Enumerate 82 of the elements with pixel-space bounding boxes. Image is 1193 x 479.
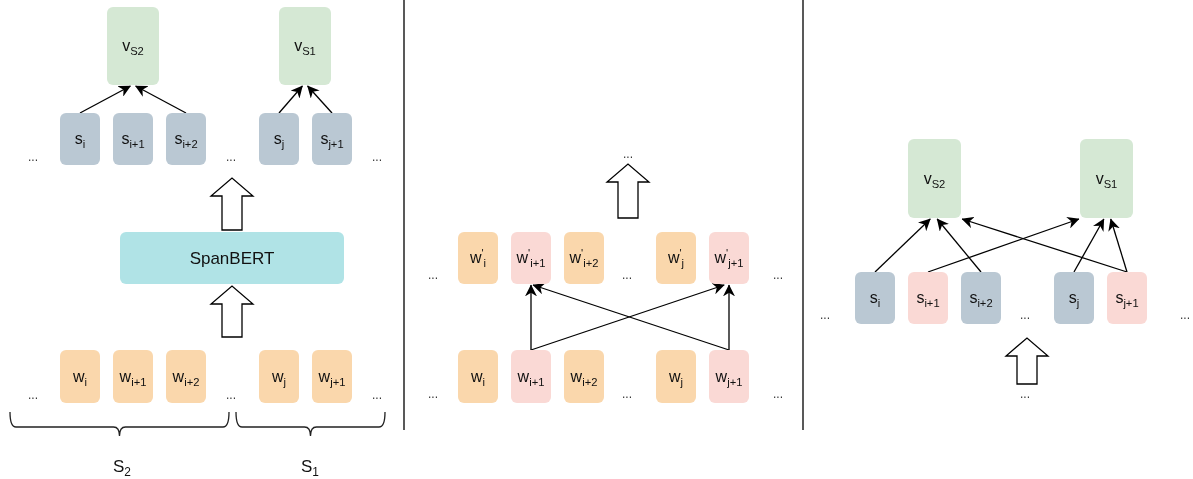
span-name: S$_{1}$ bbox=[301, 457, 319, 475]
token-label: v$_{S2}$ bbox=[923, 170, 946, 187]
token-box bbox=[113, 113, 153, 165]
token-label: v$_{S2}$ bbox=[122, 38, 144, 54]
token-box bbox=[259, 113, 299, 165]
token-label: s$_{i}$ bbox=[869, 290, 881, 306]
ellipsis-text: ... bbox=[1011, 386, 1039, 402]
token-box bbox=[511, 350, 551, 403]
token-box bbox=[564, 232, 604, 284]
arrow bbox=[525, 284, 537, 351]
token-box bbox=[511, 232, 551, 284]
span-vector-box bbox=[279, 7, 331, 85]
ellipsis-text: ... bbox=[773, 388, 783, 400]
token-box bbox=[458, 232, 498, 284]
arrow bbox=[306, 85, 333, 114]
token-box bbox=[60, 113, 100, 165]
arrow bbox=[961, 216, 1128, 273]
arrow bbox=[1073, 218, 1105, 273]
token-box bbox=[166, 350, 206, 403]
token-label: w$_{i+2}$ bbox=[570, 368, 598, 385]
ellipsis-text: ... bbox=[372, 389, 382, 401]
token-label: s$_{i+1}$ bbox=[916, 290, 940, 306]
token-label: s$_{i+1}$ bbox=[121, 131, 145, 147]
token-box bbox=[709, 350, 749, 403]
ellipsis-text: ... bbox=[28, 151, 38, 163]
block-arrow bbox=[209, 285, 255, 338]
span-vector-box bbox=[908, 139, 961, 218]
ellipsis-text: ... bbox=[428, 388, 438, 400]
token-label: s$_{i}$ bbox=[74, 131, 86, 147]
token-label: s$_{i+2}$ bbox=[174, 131, 198, 147]
ellipsis-text: ... bbox=[1180, 309, 1190, 321]
ellipsis-text: ... bbox=[28, 389, 38, 401]
token-label: w$_{i+1}$ bbox=[119, 368, 147, 385]
arrow bbox=[278, 85, 304, 114]
arrow bbox=[1108, 218, 1128, 273]
token-box bbox=[259, 350, 299, 403]
token-box bbox=[60, 350, 100, 403]
token-box bbox=[961, 272, 1001, 324]
token-box bbox=[166, 113, 206, 165]
ellipsis-text: ... bbox=[622, 269, 632, 281]
block-arrow bbox=[1004, 337, 1050, 385]
token-box bbox=[564, 350, 604, 403]
ellipsis-text: ... bbox=[1020, 309, 1030, 321]
arrow bbox=[723, 284, 735, 351]
ellipsis-text: ... bbox=[428, 269, 438, 281]
ellipsis-text: ... bbox=[372, 151, 382, 163]
ellipsis-text: ... bbox=[820, 309, 830, 321]
token-box bbox=[656, 232, 696, 284]
arrow bbox=[874, 218, 931, 273]
ellipsis-text: ... bbox=[614, 146, 642, 162]
token-box bbox=[312, 350, 352, 403]
token-box bbox=[1054, 272, 1094, 324]
encoder-label: SpanBERT bbox=[189, 249, 275, 267]
token-box bbox=[656, 350, 696, 403]
token-box bbox=[458, 350, 498, 403]
token-box bbox=[1107, 272, 1147, 324]
arrow bbox=[79, 85, 132, 114]
span-vector-box bbox=[1080, 139, 1133, 218]
token-label: w$_{i}$ bbox=[72, 368, 88, 385]
block-arrow bbox=[605, 163, 651, 219]
token-label: w$_{i+1}$ bbox=[517, 368, 545, 385]
token-label: v$_{S1}$ bbox=[1095, 170, 1118, 187]
span-name: S$_{2}$ bbox=[113, 457, 131, 475]
encoder-box bbox=[120, 232, 344, 284]
token-label: s$_{i+2}$ bbox=[969, 290, 993, 306]
arrow bbox=[134, 85, 187, 114]
ellipsis-text: ... bbox=[622, 388, 632, 400]
token-box bbox=[113, 350, 153, 403]
token-label: w$_{i+2}$ bbox=[172, 368, 200, 385]
span-vector-box bbox=[107, 7, 159, 85]
token-box bbox=[312, 113, 352, 165]
ellipsis-text: ... bbox=[226, 389, 236, 401]
arrow bbox=[936, 218, 982, 273]
arrow bbox=[927, 217, 1080, 273]
token-label: w$_{i}$ bbox=[470, 368, 486, 385]
ellipsis-text: ... bbox=[773, 269, 783, 281]
token-box bbox=[709, 232, 749, 284]
token-box bbox=[855, 272, 895, 324]
token-label: v$_{S1}$ bbox=[294, 38, 316, 54]
block-arrow bbox=[209, 177, 255, 231]
token-box bbox=[908, 272, 948, 324]
ellipsis-text: ... bbox=[226, 151, 236, 163]
